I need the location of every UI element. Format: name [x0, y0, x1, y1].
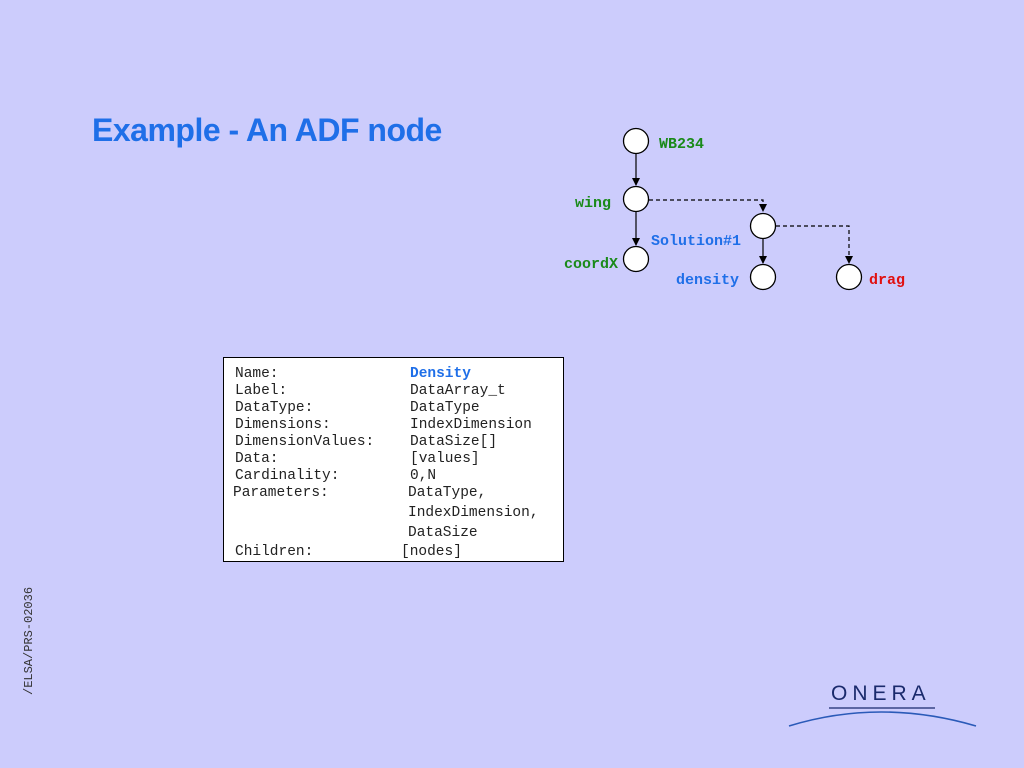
onera-logo: ONERA — [785, 680, 980, 735]
info-value-children: [nodes] — [401, 544, 462, 560]
label-wing: wing — [575, 195, 611, 212]
info-key-children: Children: — [235, 544, 314, 560]
info-key-label: Label: — [235, 383, 288, 399]
info-value-parameters-1: DataType, — [408, 485, 487, 501]
info-value-parameters-3: DataSize — [408, 525, 478, 541]
label-wb234: WB234 — [659, 136, 704, 153]
label-density: density — [676, 272, 739, 289]
node-solution — [749, 212, 777, 240]
label-drag: drag — [869, 272, 905, 289]
node-density — [749, 263, 777, 291]
info-value-label: DataArray_t — [410, 383, 506, 399]
edge-solution-drag — [776, 225, 853, 264]
logo-swoosh-icon — [788, 707, 977, 727]
node-coordx — [622, 245, 650, 273]
node-drag — [835, 263, 863, 291]
label-coordx: coordX — [564, 256, 618, 273]
info-key-dimensions: Dimensions: — [235, 417, 331, 433]
info-key-datatype: DataType: — [235, 400, 314, 416]
adf-tree-diagram: WB234 wing coordX Solution#1 density dra… — [564, 127, 905, 291]
info-key-parameters: Parameters: — [233, 485, 329, 501]
label-solution: Solution#1 — [651, 233, 741, 250]
info-value-parameters-2: IndexDimension, — [408, 505, 539, 521]
info-value-name: Density — [410, 366, 471, 382]
info-value-datatype: DataType — [410, 400, 480, 416]
edge-wing-solution — [649, 199, 767, 212]
node-wb234 — [622, 127, 650, 155]
info-value-dimensionvalues: DataSize[] — [410, 434, 498, 450]
info-value-data: [values] — [410, 451, 480, 467]
info-value-cardinality: 0,N — [410, 468, 437, 484]
document-reference-code: /ELSA/PRS-02036 — [22, 586, 36, 695]
node-info-box: Name: Density Label: DataArray_t DataTyp… — [223, 357, 564, 562]
info-key-dimensionvalues: DimensionValues: — [235, 434, 375, 450]
info-value-dimensions: IndexDimension — [410, 417, 532, 433]
info-key-data: Data: — [235, 451, 279, 467]
node-wing — [622, 185, 650, 213]
info-key-cardinality: Cardinality: — [235, 468, 340, 484]
slide-title: Example - An ADF node — [92, 112, 442, 148]
info-key-name: Name: — [235, 366, 279, 382]
logo-text: ONERA — [831, 682, 931, 705]
